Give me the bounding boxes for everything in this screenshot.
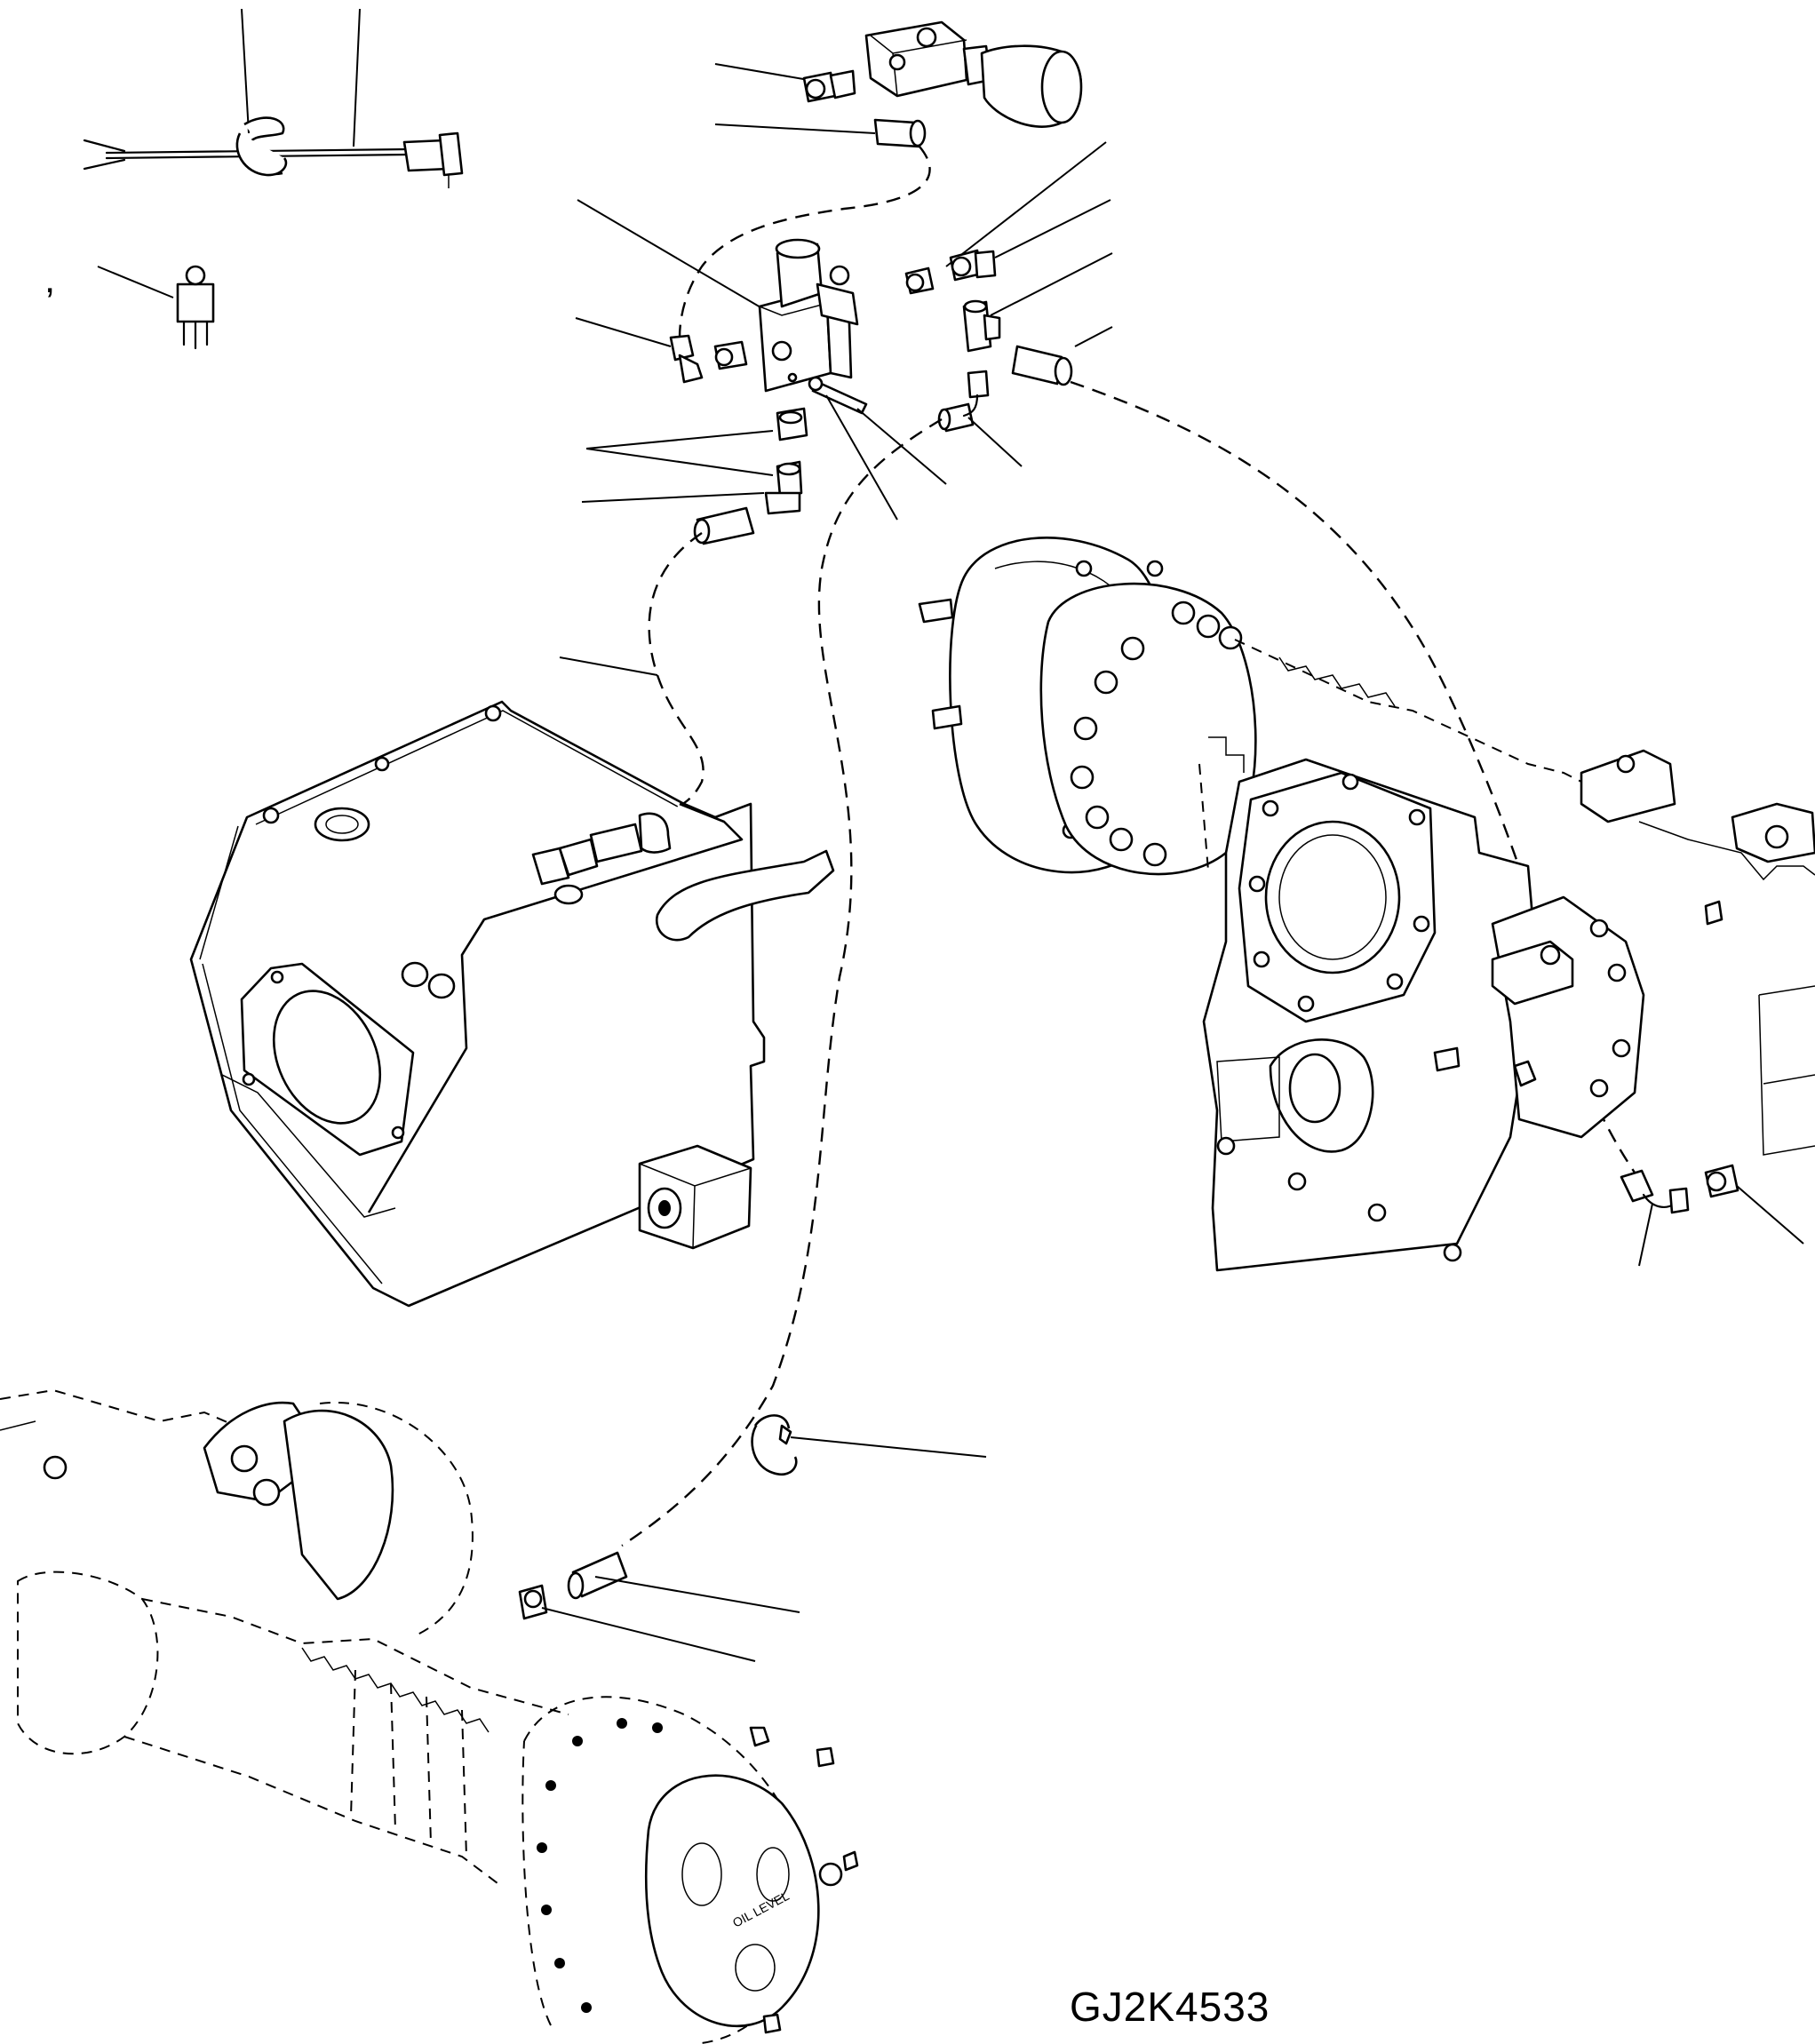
rear-axle-swivel-fitting [1620,1169,1690,1214]
drawing-reference-code: GJ2K4533 [1070,1984,1270,2030]
hose-fitting-left [693,506,755,545]
front-axle-adapter [518,1584,548,1620]
mounting-bolt [808,376,868,415]
connector-clip [235,132,288,177]
tick-mark: , [44,258,56,301]
adapter-fitting [776,407,808,441]
bulkhead-elbow [669,334,704,384]
wheel-studs [537,1718,663,2013]
hose-end-fitting [873,118,927,148]
hydraulic-line-tank [648,532,705,827]
swivel-elbow [937,370,990,433]
straight-adapter [713,340,748,370]
hydraulic-line-front-axle [621,418,943,1547]
rear-axle-adapter [1704,1164,1739,1198]
hydraulic-tank [189,700,835,1308]
elbow-right [949,249,997,282]
hose-fitting-right [1011,345,1073,386]
elbow-fitting-lower [764,460,803,515]
relay [97,265,215,350]
rear-axle-assembly [918,537,1815,1272]
elbow-fitting [802,69,856,103]
front-axle-hose-fitting [567,1551,628,1600]
solenoid-valve [758,238,859,393]
hub-bolt-circle [1070,600,1243,867]
tee-fitting [962,299,1001,353]
accumulator [980,44,1083,128]
hydraulic-line-accumulator [678,146,931,338]
front-axle-assembly: OIL LEVEL [0,1388,859,2044]
hydraulic-line-right-axle [1070,380,1636,1173]
accumulator-valve-block [864,20,992,98]
hose-clamp [751,1414,798,1475]
straight-adapter-right [904,266,935,295]
